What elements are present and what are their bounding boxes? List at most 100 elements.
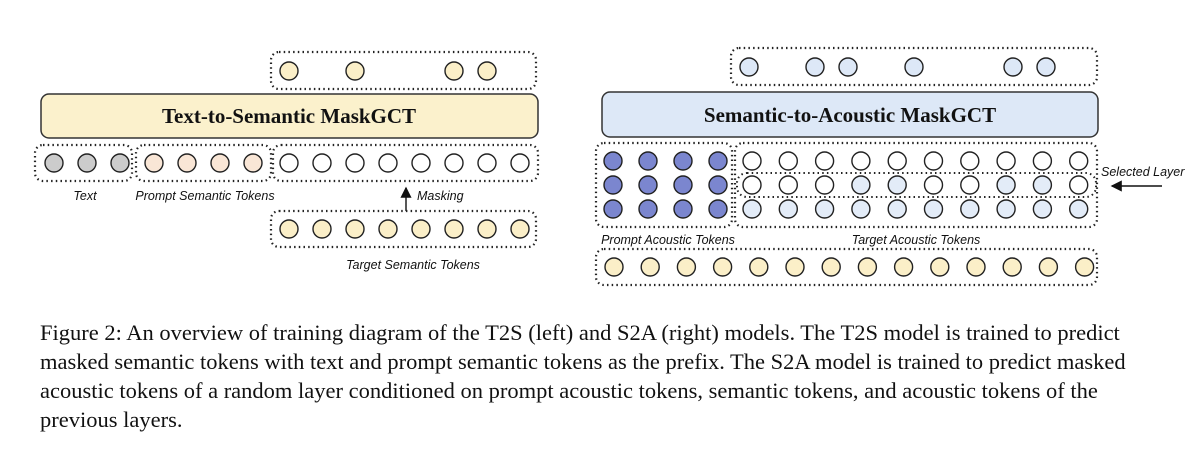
t2s-output-token xyxy=(345,61,365,81)
s2a-output-container xyxy=(729,46,1099,87)
semantic-token xyxy=(712,257,733,277)
selected-layer-token xyxy=(851,175,871,195)
s2a-output-token xyxy=(805,57,825,77)
selected-layer-token xyxy=(778,175,798,195)
target-acoustic-token xyxy=(923,151,944,171)
prompt-acoustic-token xyxy=(638,151,658,171)
s2a-diagram: Semantic-to-Acoustic MaskGCT Selected La… xyxy=(594,46,1185,287)
masked-target-token xyxy=(444,153,464,173)
target-acoustic-token xyxy=(960,151,980,171)
target-acoustic-token xyxy=(814,151,835,171)
text-token xyxy=(44,153,64,173)
t2s-text-container xyxy=(33,143,134,183)
target-acoustic-token xyxy=(996,151,1016,171)
prompt-semantic-token xyxy=(144,153,164,173)
masked-target-token xyxy=(279,153,299,173)
s2a-output-token xyxy=(904,57,924,77)
prompt-acoustic-token xyxy=(708,199,728,219)
semantic-token xyxy=(930,257,950,277)
selected-layer-token xyxy=(1032,175,1053,195)
masked-target-token xyxy=(312,153,332,173)
target-acoustic-token xyxy=(1068,199,1089,219)
semantic-token xyxy=(1002,257,1022,277)
training-diagram: Text-to-Semantic MaskGCT Text Prompt Sem… xyxy=(33,46,1185,287)
selected-layer-token xyxy=(923,175,944,195)
s2a-selected-layer-label: Selected Layer xyxy=(1101,165,1185,179)
t2s-output-token xyxy=(444,61,464,81)
target-semantic-token xyxy=(345,219,365,239)
s2a-output-token xyxy=(1036,57,1056,77)
semantic-token xyxy=(821,257,841,277)
masked-target-token xyxy=(345,153,365,173)
semantic-token xyxy=(785,257,805,277)
t2s-input-tokens xyxy=(44,153,530,173)
target-semantic-token xyxy=(444,219,464,239)
semantic-token xyxy=(857,257,878,277)
semantic-token xyxy=(966,257,986,277)
s2a-output-token xyxy=(739,57,759,77)
masked-target-token xyxy=(411,153,431,173)
prompt-acoustic-token xyxy=(603,175,623,195)
target-semantic-token xyxy=(312,219,332,239)
target-semantic-token xyxy=(477,219,497,239)
t2s-target-container xyxy=(269,209,538,249)
prompt-acoustic-token xyxy=(638,199,658,219)
semantic-token xyxy=(893,257,914,277)
s2a-prompt-acoustic-tokens xyxy=(603,151,728,219)
s2a-output-token xyxy=(1003,57,1023,77)
prompt-semantic-token xyxy=(243,153,263,173)
s2a-semantic-tokens xyxy=(604,257,1095,277)
prompt-acoustic-token xyxy=(603,151,623,171)
s2a-block-title: Semantic-to-Acoustic MaskGCT xyxy=(704,103,996,127)
target-semantic-token xyxy=(378,219,398,239)
selected-layer-token xyxy=(960,175,980,195)
masked-target-token xyxy=(477,153,497,173)
target-acoustic-token xyxy=(778,151,798,171)
s2a-output-tokens xyxy=(739,57,1056,77)
prompt-acoustic-token xyxy=(603,199,623,219)
semantic-token xyxy=(749,257,769,277)
target-acoustic-token xyxy=(1068,151,1089,171)
prompt-acoustic-token xyxy=(708,175,728,195)
masked-target-token xyxy=(378,153,398,173)
prompt-acoustic-token xyxy=(638,175,658,195)
t2s-diagram: Text-to-Semantic MaskGCT Text Prompt Sem… xyxy=(33,50,540,272)
selected-layer-token xyxy=(887,175,907,195)
selected-layer-token xyxy=(742,175,762,195)
t2s-target-label: Target Semantic Tokens xyxy=(346,258,480,272)
prompt-semantic-token xyxy=(177,153,197,173)
target-acoustic-token xyxy=(1032,151,1053,171)
s2a-output-token xyxy=(838,57,858,77)
prompt-acoustic-token xyxy=(673,151,693,171)
t2s-masked-container xyxy=(271,143,540,183)
semantic-token xyxy=(640,257,660,277)
target-acoustic-token xyxy=(814,199,835,219)
selected-layer-token xyxy=(814,175,835,195)
t2s-prompt-label: Prompt Semantic Tokens xyxy=(135,189,274,203)
masked-target-token xyxy=(510,153,530,173)
prompt-acoustic-token xyxy=(673,199,693,219)
s2a-target-label: Target Acoustic Tokens xyxy=(852,233,981,247)
s2a-target-acoustic-container xyxy=(733,141,1099,229)
selected-layer-token xyxy=(996,175,1016,195)
t2s-block xyxy=(40,93,539,139)
prompt-acoustic-token xyxy=(708,151,728,171)
semantic-token xyxy=(676,257,697,277)
target-acoustic-token xyxy=(960,199,980,219)
target-acoustic-token xyxy=(742,199,762,219)
t2s-output-container xyxy=(269,50,538,91)
text-token xyxy=(110,153,130,173)
prompt-semantic-token xyxy=(210,153,230,173)
semantic-token xyxy=(1074,257,1095,277)
target-acoustic-token xyxy=(887,199,907,219)
semantic-token xyxy=(604,257,624,277)
text-token xyxy=(77,153,97,173)
prompt-acoustic-token xyxy=(673,175,693,195)
t2s-prompt-container xyxy=(134,143,273,183)
t2s-output-token xyxy=(279,61,299,81)
t2s-block-title: Text-to-Semantic MaskGCT xyxy=(162,104,416,128)
t2s-output-token xyxy=(477,61,497,81)
t2s-target-tokens xyxy=(279,219,530,239)
s2a-prompt-acoustic-container xyxy=(594,141,734,229)
target-semantic-token xyxy=(411,219,431,239)
